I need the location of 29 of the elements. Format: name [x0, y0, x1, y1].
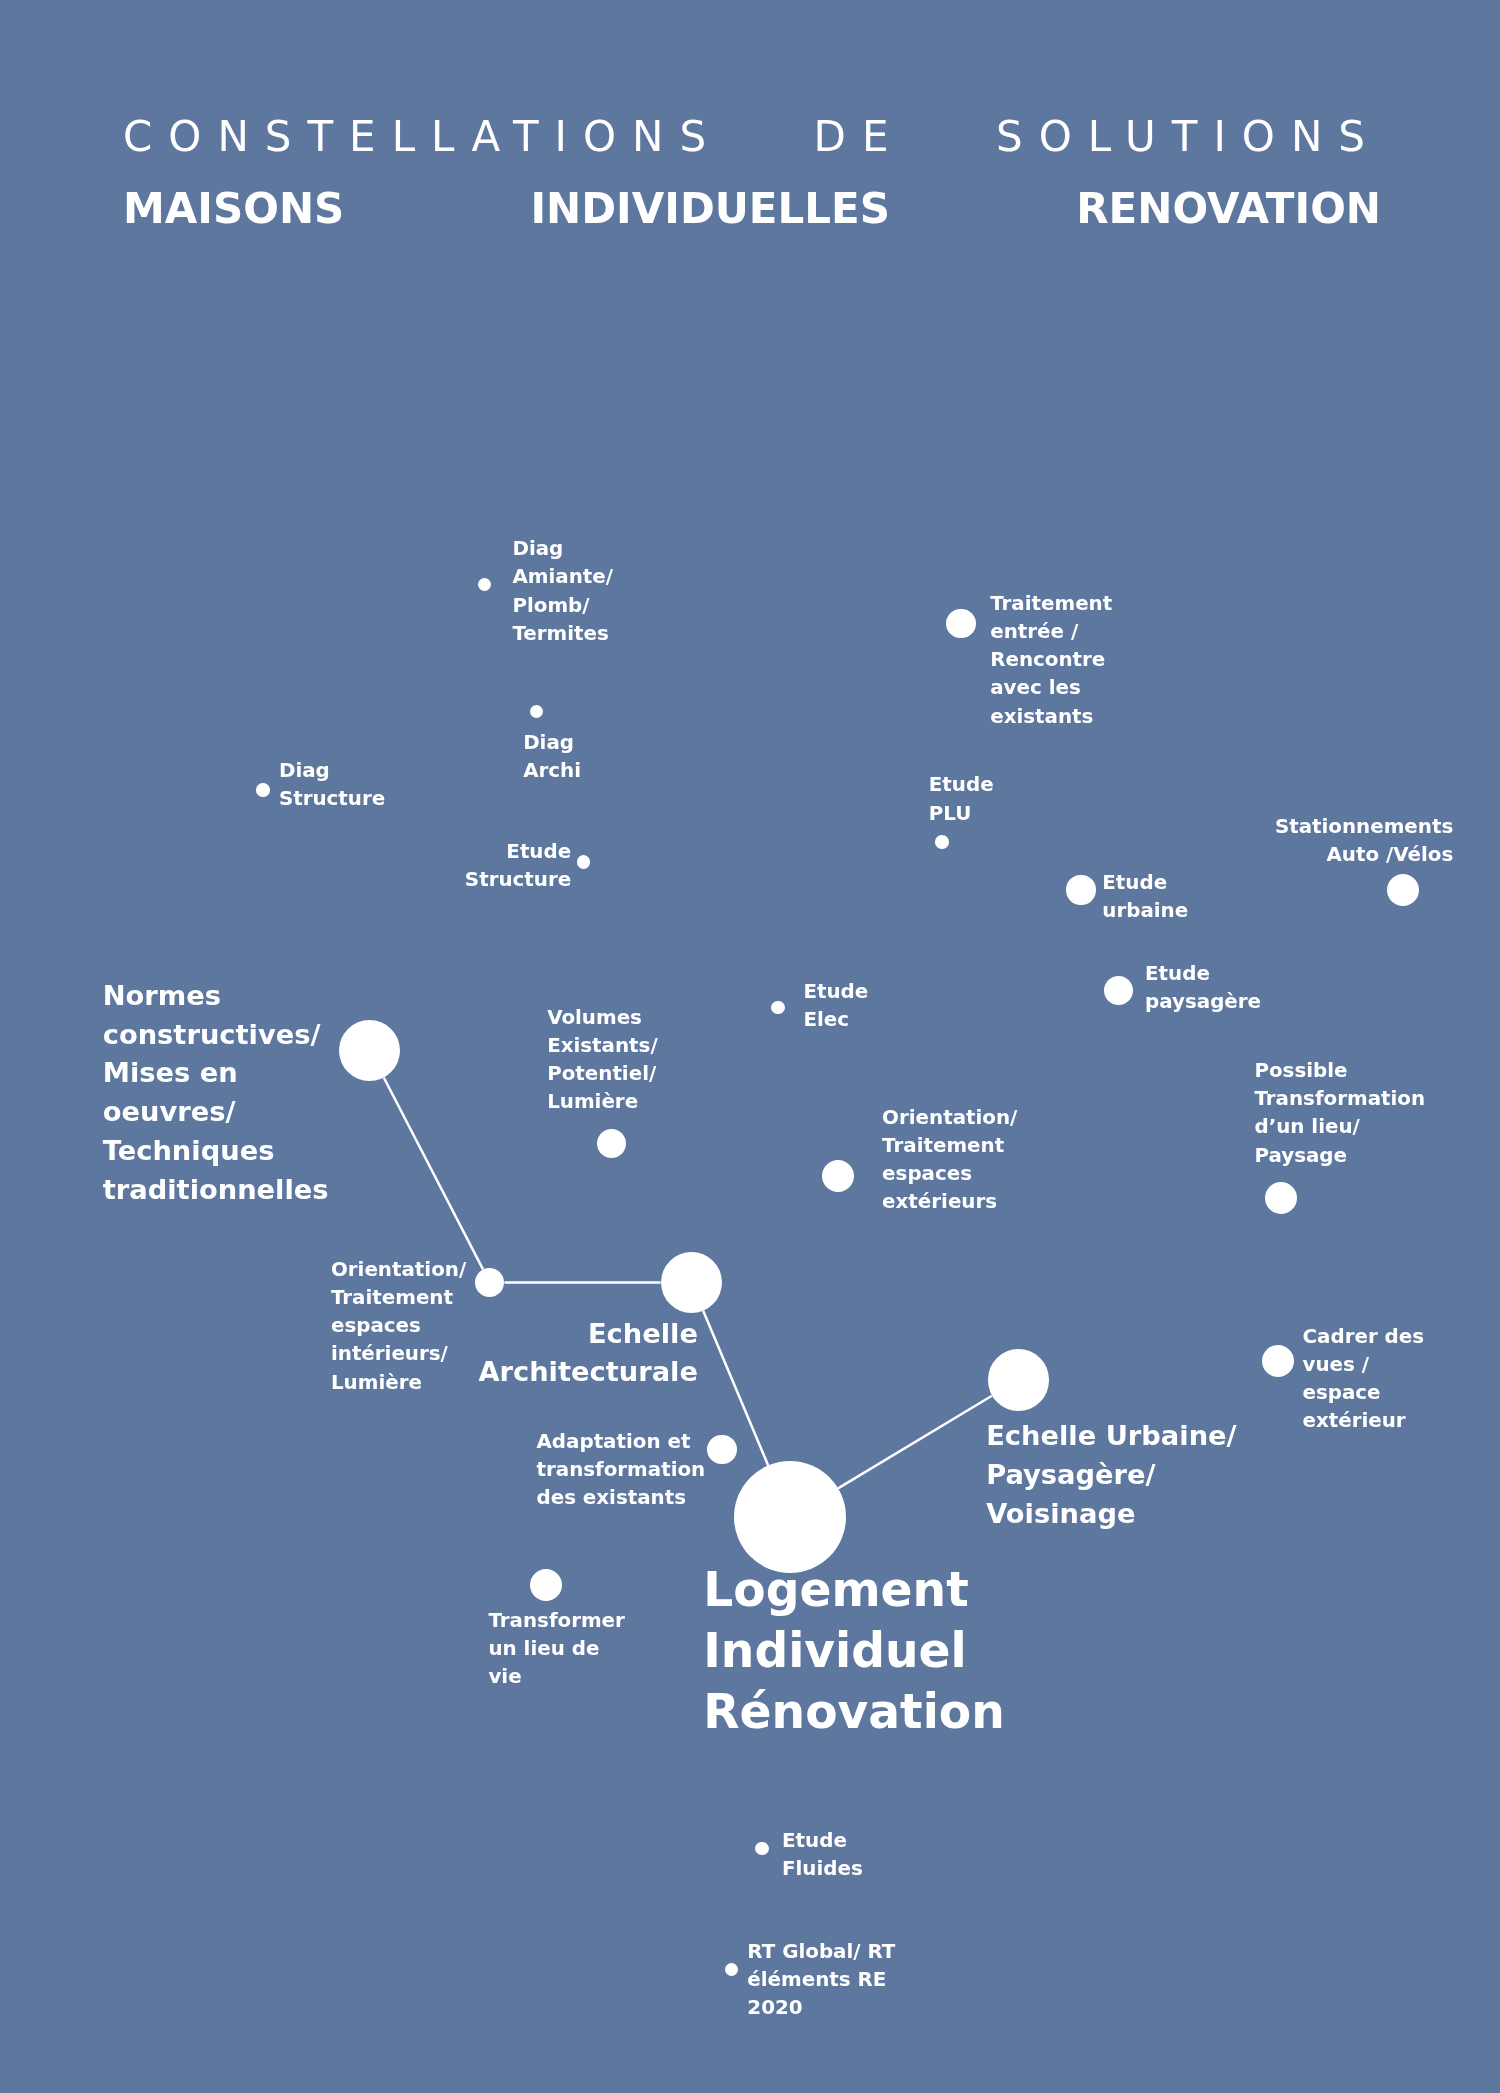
subtitle: MAISONS INDIVIDUELLES RENOVATION: [123, 184, 1381, 233]
node-label: Adaptation et transformation des existants: [536, 1428, 707, 1512]
node-label: Etude paysagère: [1145, 960, 1263, 1015]
node-label: Orientation/ Traitement espaces intérieurs/ Lumière: [330, 1256, 468, 1396]
node-label: Diag Amiante/ Plomb/ Termites: [512, 536, 614, 647]
connector-line: [702, 1310, 770, 1467]
node-label: Transformer un lieu de vie: [488, 1607, 626, 1691]
node-label: Traitement entrée / Rencontre avec les existants: [990, 590, 1114, 730]
node-label: Logement Individuel Rénovation: [703, 1560, 1006, 1742]
connector-line: [837, 1394, 993, 1490]
node-label: Cadrer des vues / espace extérieur: [1302, 1323, 1426, 1435]
node-label: Stationnements Auto /Vélos: [1273, 813, 1454, 868]
node-label: RT Global/ RT éléments RE 2020: [747, 1938, 897, 2022]
connector-line: [504, 1281, 661, 1284]
node-label: Etude Fluides: [782, 1827, 864, 1883]
node-label: Echelle Urbaine/ Paysagère/ Voisinage: [986, 1419, 1238, 1531]
node-label: Possible Transformation d’un lieu/ Paysage: [1254, 1057, 1427, 1169]
node-label: Diag Structure: [278, 757, 387, 812]
node-label: Etude urbaine: [1102, 869, 1190, 924]
node-label: Etude PLU: [928, 772, 995, 827]
node-label: Volumes Existants/ Potentiel/ Lumière: [547, 1004, 659, 1116]
node-label: Echelle Architecturale: [477, 1316, 698, 1390]
node-label: Diag Archi: [523, 729, 582, 784]
node-label: Orientation/ Traitement espaces extérieurs: [882, 1104, 1019, 1216]
title: CONSTELLATIONS DE SOLUTIONS: [123, 112, 1381, 161]
node-label: Normes constructives/ Mises en oeuvres/ Techniques traditionnelles: [102, 978, 330, 1207]
node-label: Etude Structure: [463, 839, 572, 894]
node-label: Etude Elec: [803, 979, 870, 1034]
connector-line: [382, 1076, 485, 1270]
